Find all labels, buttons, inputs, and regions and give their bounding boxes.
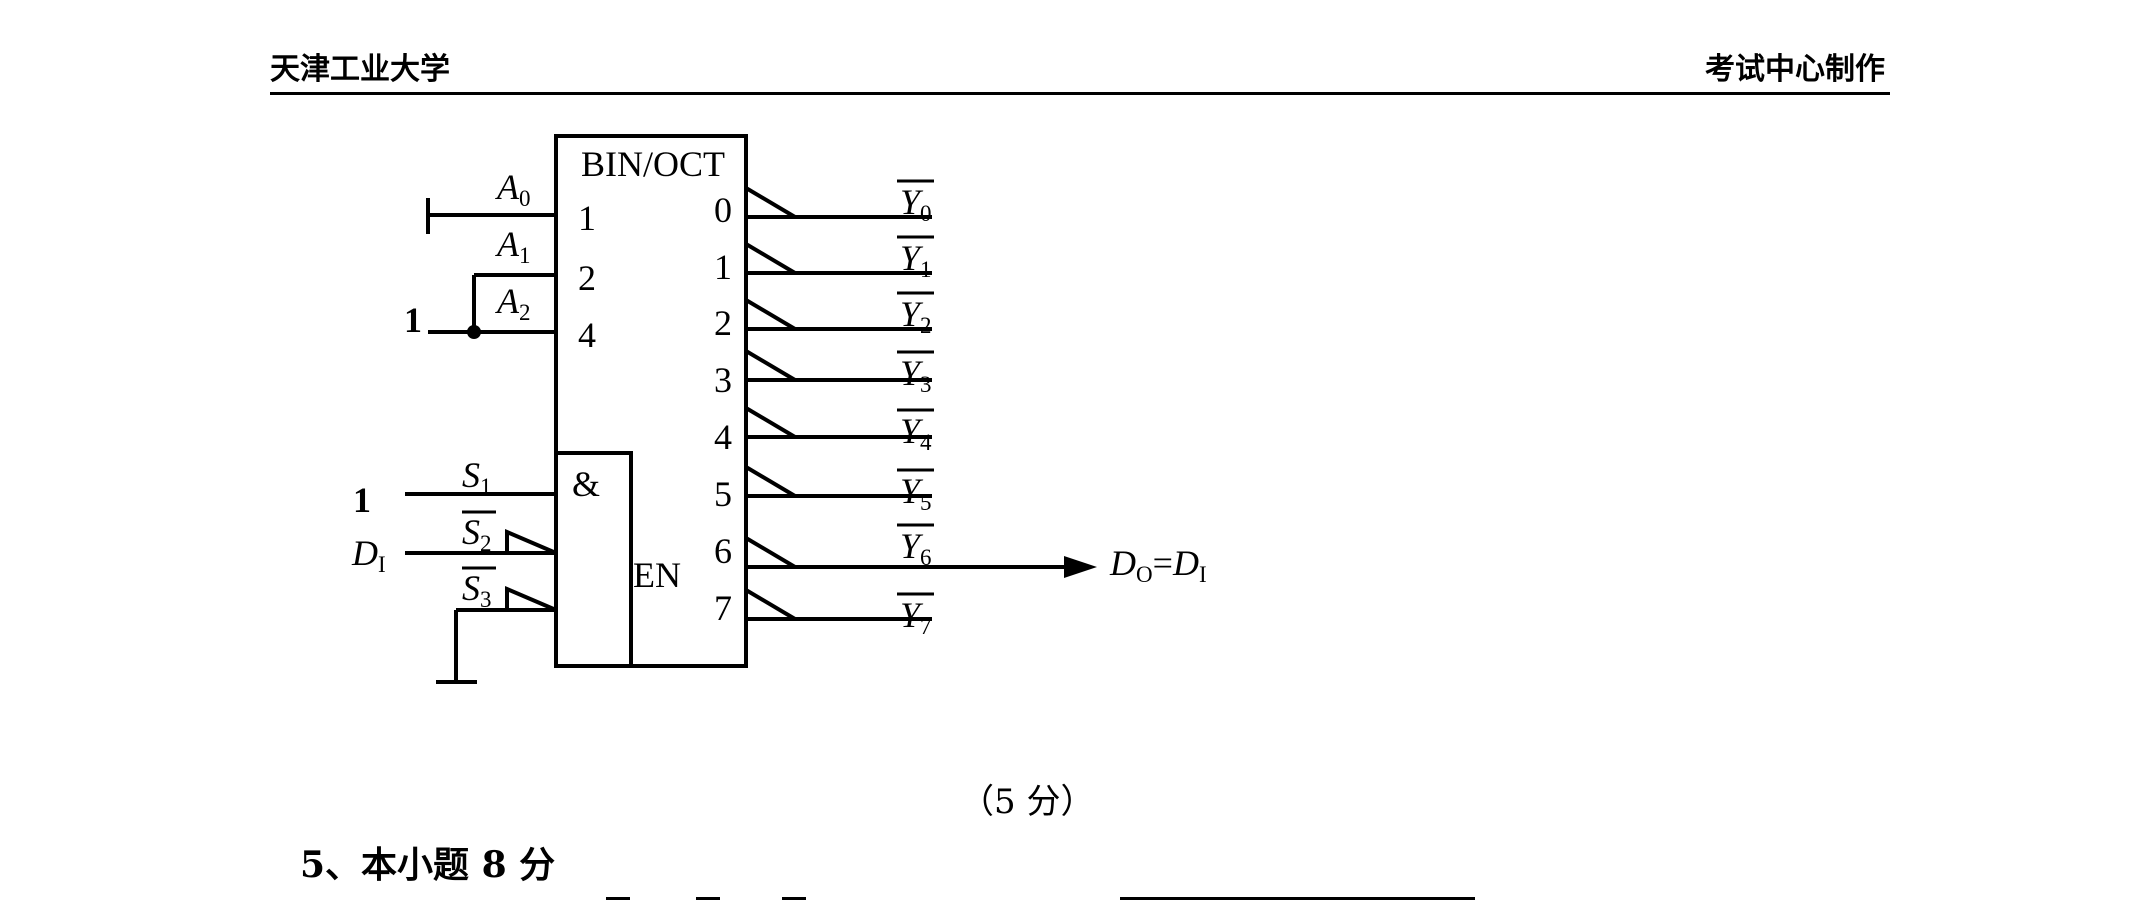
output-triangle-2 — [744, 298, 797, 331]
score-note: （5 分） — [960, 782, 1095, 822]
block-title: BIN/OCT — [581, 144, 725, 184]
weight-a0: 1 — [578, 198, 596, 238]
enable-and-block — [554, 451, 633, 668]
pin-2: 2 — [714, 303, 732, 343]
label-y7: Y7 — [900, 595, 932, 639]
const-one-s1: 1 — [353, 480, 371, 520]
output-triangle-6 — [744, 536, 797, 569]
pin-3: 3 — [714, 360, 732, 400]
enable-label: EN — [633, 555, 681, 595]
s3-negation-triangle — [505, 585, 557, 612]
output-triangle-1 — [744, 242, 797, 275]
label-y5: Y5 — [900, 471, 932, 515]
label-do-equals-di: DO=DI — [1109, 543, 1207, 587]
label-y3: Y3 — [900, 353, 932, 397]
output-wires — [744, 186, 1080, 621]
label-a2: A2 — [495, 281, 531, 325]
label-s2: S2 — [462, 512, 492, 556]
question-title: 5、本小题 8 分 — [300, 844, 556, 886]
output-triangle-5 — [744, 465, 797, 498]
label-s1: S1 — [462, 455, 492, 499]
output-triangle-7 — [744, 588, 797, 621]
label-s3: S3 — [462, 568, 492, 612]
header-rule — [270, 92, 1890, 95]
pin-0: 0 — [714, 190, 732, 230]
const-one-a2: 1 — [404, 300, 422, 340]
pin-7: 7 — [714, 588, 732, 628]
s2-negation-triangle — [505, 528, 557, 555]
cropped-overbar-long — [1120, 897, 1475, 900]
output-overbars — [897, 179, 934, 596]
output-arrow-head — [1064, 556, 1097, 578]
output-triangle-4 — [744, 406, 797, 439]
pin-5: 5 — [714, 474, 732, 514]
weight-a1: 2 — [578, 258, 596, 298]
label-di: DI — [351, 533, 386, 577]
decoder-block — [554, 134, 748, 668]
cropped-overbar-1 — [606, 897, 630, 900]
pin-1: 1 — [714, 247, 732, 287]
a2-junction-dot — [467, 325, 481, 339]
weight-a2: 4 — [578, 315, 596, 355]
label-y1: Y1 — [900, 238, 932, 282]
cropped-overbar-2 — [696, 897, 720, 900]
output-triangle-3 — [744, 349, 797, 382]
label-a0: A0 — [495, 167, 531, 211]
label-y6: Y6 — [900, 526, 932, 570]
label-y2: Y2 — [900, 294, 932, 338]
pin-6: 6 — [714, 531, 732, 571]
pin-4: 4 — [714, 417, 732, 457]
cropped-overbar-3 — [782, 897, 806, 900]
label-y0: Y0 — [900, 182, 932, 226]
output-triangle-0 — [744, 186, 797, 219]
decoder-circuit-diagram: BIN/OCT & EN 1 2 4 A0 A1 A2 1 1 S1 S2 S3… — [351, 134, 1207, 684]
label-y4: Y4 — [900, 411, 932, 455]
header-school-name: 天津工业大学 — [270, 52, 450, 87]
header-exam-center: 考试中心制作 — [1705, 52, 1885, 87]
label-a1: A1 — [495, 224, 531, 268]
and-symbol: & — [572, 464, 600, 504]
